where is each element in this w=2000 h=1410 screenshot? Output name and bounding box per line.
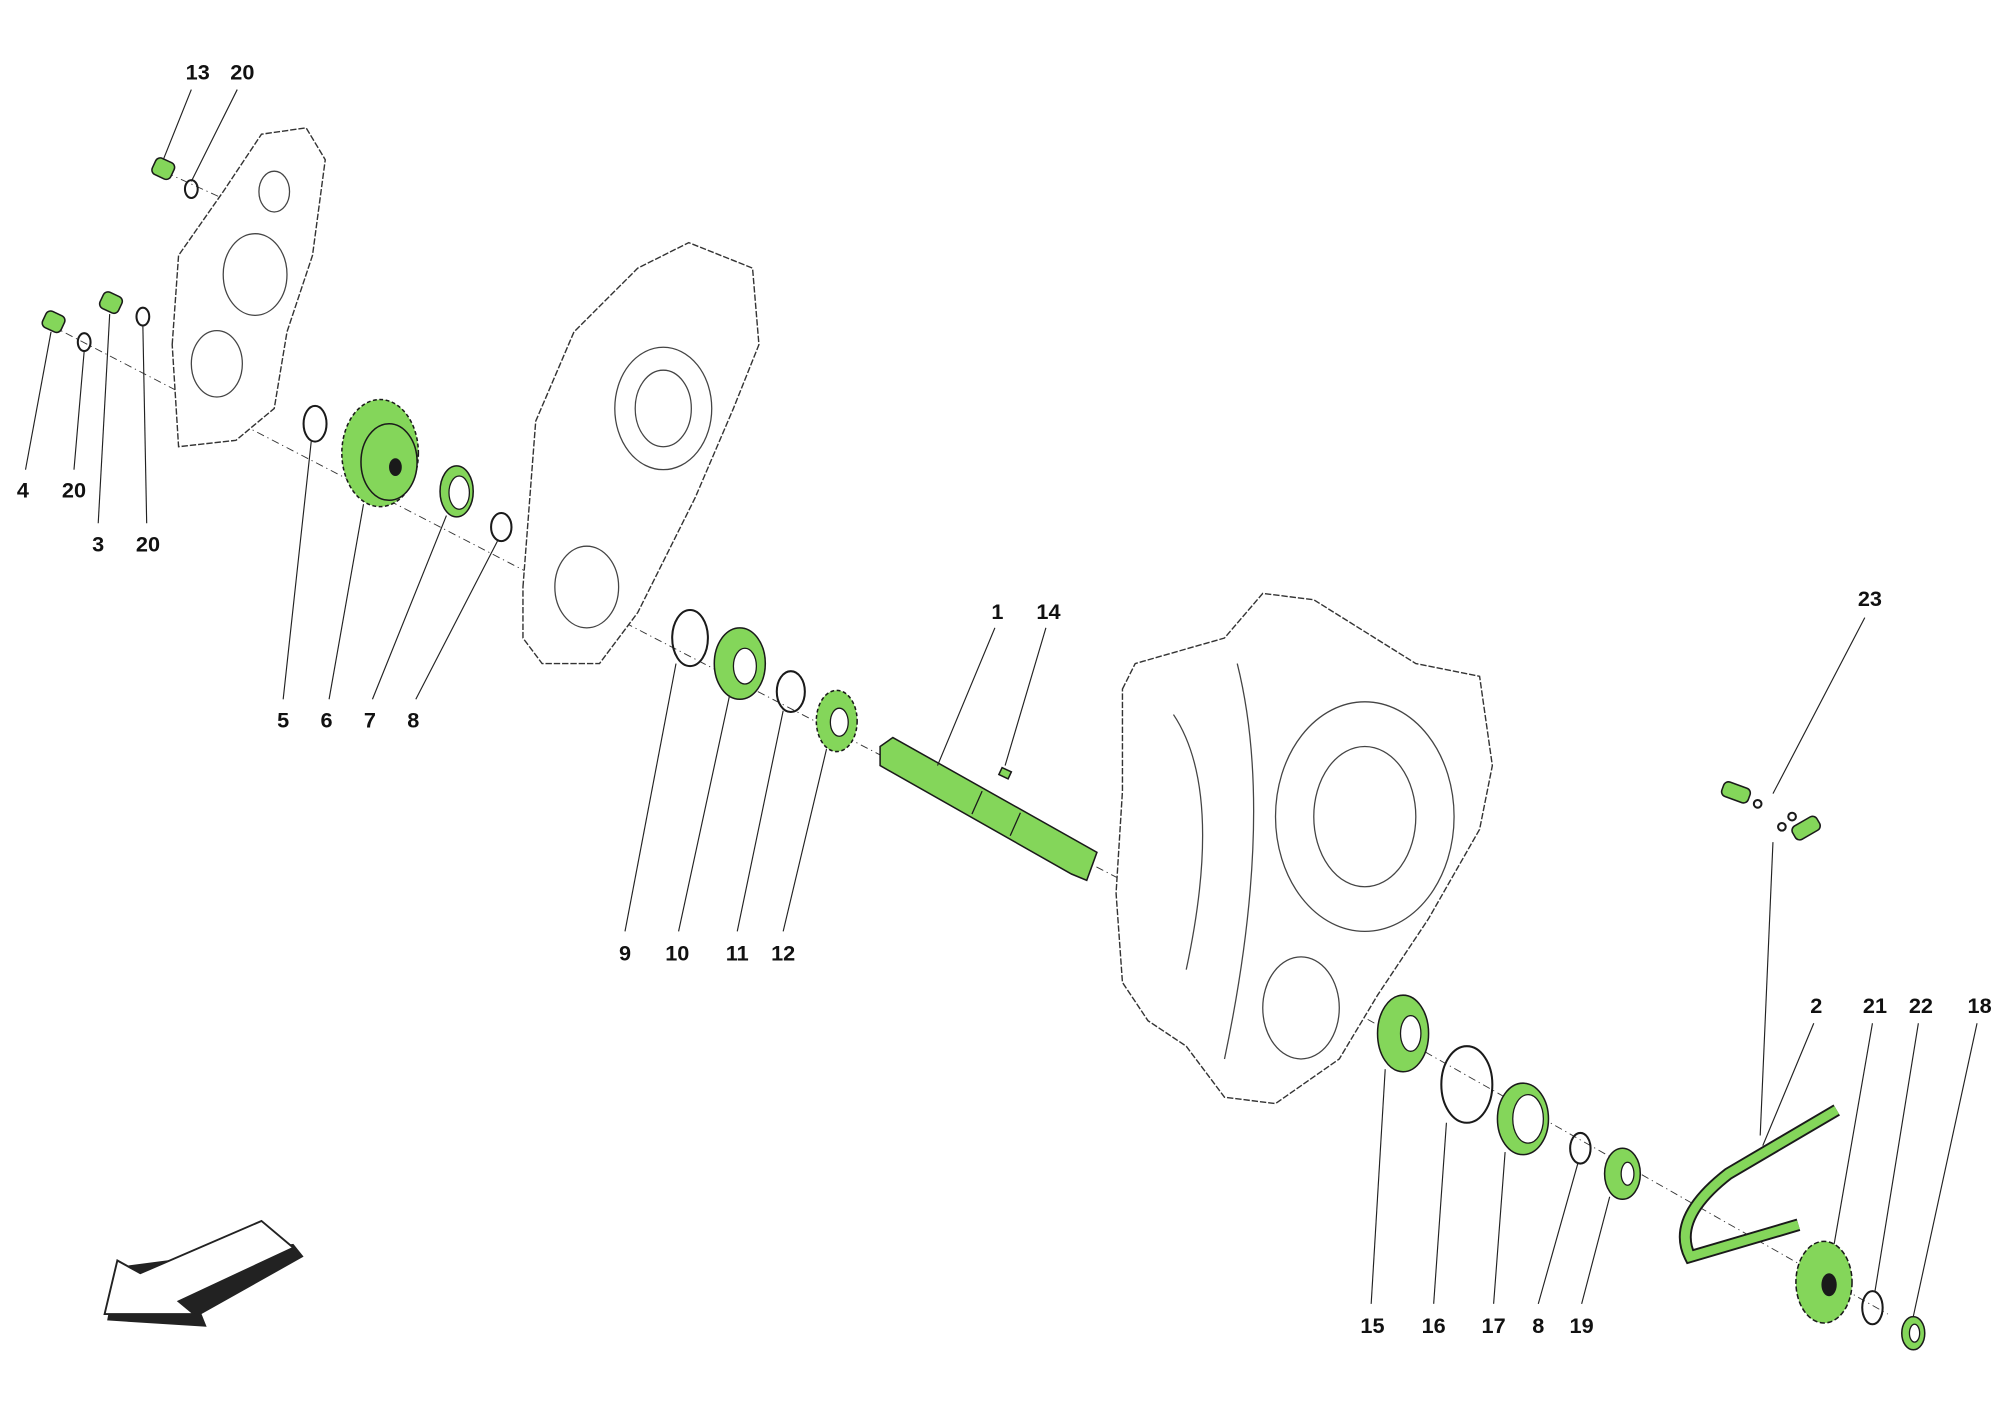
label-14: 14 [1036,599,1060,624]
label-3: 3 [92,531,104,556]
label-20: 20 [230,59,254,84]
leader-lines [24,89,1978,1317]
label-16: 16 [1422,1313,1446,1338]
part-23-chain-link[interactable] [1720,780,1822,841]
main-gearbox-housing [1115,592,1494,1105]
label-10: 10 [665,941,689,966]
part-13-plug[interactable] [150,156,176,181]
part-11-circlip[interactable] [775,670,806,714]
part-1-shaft[interactable] [879,736,1098,882]
label-23: 23 [1858,586,1882,611]
part-20-washer[interactable] [183,179,199,200]
part-14-key[interactable] [997,766,1013,780]
intermediate-plate-housing [522,241,760,665]
part-18-nut[interactable] [1901,1315,1926,1351]
label-1: 1 [991,599,1003,624]
label-22: 22 [1909,993,1933,1018]
label-15: 15 [1360,1313,1384,1338]
part-5-circlip[interactable] [302,404,328,443]
part-21-sprocket[interactable] [1795,1240,1853,1324]
part-8-o-ring[interactable] [1569,1131,1592,1165]
part-6-gear[interactable] [341,398,420,508]
part-12-gear[interactable] [815,689,858,753]
label-19: 19 [1570,1313,1594,1338]
label-11: 11 [726,941,749,966]
label-20: 20 [136,531,160,556]
part-22-lock-washer[interactable] [1861,1290,1884,1326]
part-3-plug[interactable] [98,290,124,315]
part-number-labels: 13 20 4 20 3 20 5 6 7 8 9 10 11 12 1 14 … [17,59,1992,1338]
part-16-circlip[interactable] [1440,1045,1494,1124]
part-2-chain[interactable] [1678,1104,1840,1265]
label-2: 2 [1810,993,1822,1018]
label-8: 8 [1532,1313,1544,1338]
label-5: 5 [277,707,289,732]
label-12: 12 [771,941,795,966]
part-20-washer[interactable] [76,332,92,353]
label-17: 17 [1482,1313,1506,1338]
label-13: 13 [186,59,210,84]
arrow-down-left-icon [103,1219,304,1327]
part-9-circlip[interactable] [671,608,709,668]
part-15-bearing[interactable] [1376,994,1430,1073]
label-6: 6 [320,707,332,732]
label-21: 21 [1863,993,1887,1018]
part-20-washer[interactable] [135,306,151,327]
part-19-spacer[interactable] [1603,1147,1642,1201]
part-8-o-ring[interactable] [490,512,513,543]
part-10-bearing[interactable] [713,627,767,701]
part-7-seal-ring[interactable] [439,465,474,518]
rear-cover-housing [171,127,326,448]
label-9: 9 [619,941,631,966]
label-18: 18 [1968,993,1992,1018]
label-4: 4 [17,478,29,503]
label-20: 20 [62,478,86,503]
part-4-plug[interactable] [41,309,67,334]
assembly-axis-lines [50,172,1888,1315]
label-7: 7 [364,707,376,732]
label-8: 8 [407,707,419,732]
part-17-seal[interactable] [1496,1082,1550,1156]
